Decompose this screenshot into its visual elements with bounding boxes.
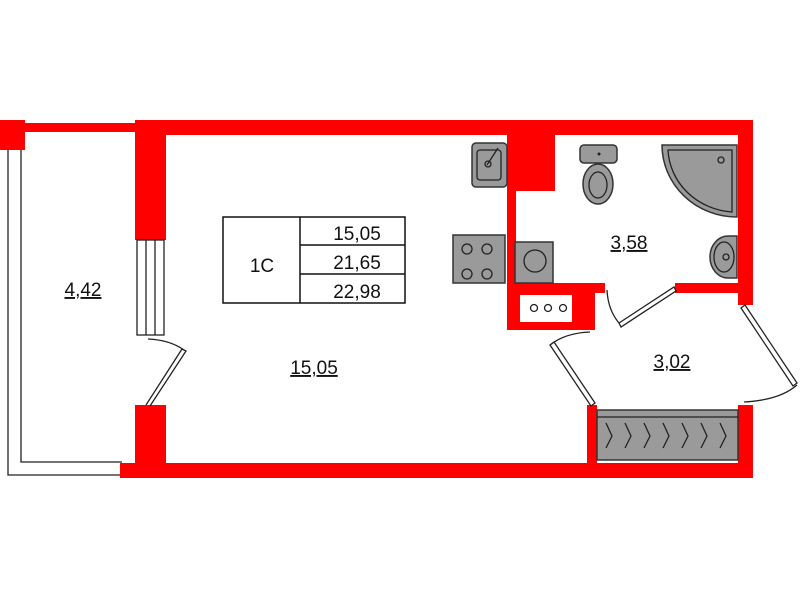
panel-dots: [529, 303, 568, 313]
bathroom-sink-icon: [709, 235, 738, 279]
summary-table: 1С 15,05 21,65 22,98: [222, 216, 406, 304]
balcony-area-label: 4,42: [65, 280, 102, 301]
window: [136, 239, 165, 336]
hall-area-label: 3,02: [654, 352, 691, 373]
total-area-with-balcony-value: 22,98: [333, 282, 381, 303]
wardrobe-icon: [596, 409, 739, 461]
balcony: [0, 120, 137, 476]
stove-icon: [452, 234, 506, 284]
entrance-door-balcony: [145, 338, 187, 407]
apartment-type: 1С: [250, 256, 274, 277]
toilet-icon: [579, 144, 618, 205]
bathroom-door: [606, 286, 677, 328]
living-area-value: 15,05: [333, 224, 381, 245]
hall-door-left: [549, 331, 596, 407]
hall-door-right: [740, 304, 798, 403]
shower-icon: [661, 144, 738, 218]
electrical-panel: [520, 295, 572, 322]
kitchen-sink-icon: [471, 142, 508, 188]
living-area-label: 15,05: [290, 358, 338, 379]
washing-machine-icon: [514, 241, 554, 284]
total-area-value: 21,65: [333, 253, 381, 274]
bathroom-area-label: 3,58: [611, 233, 648, 254]
